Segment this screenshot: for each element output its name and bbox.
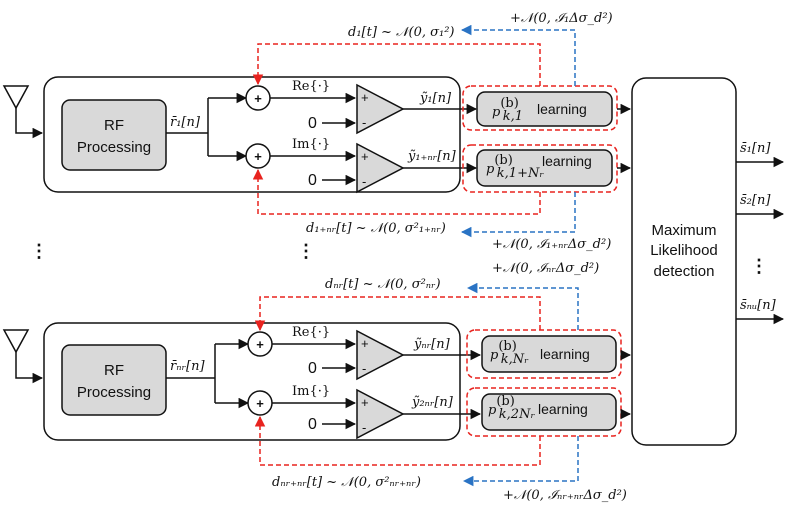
- p-kNr-label: p(b)k,Nᵣ: [490, 339, 529, 367]
- learning-frame-bottom: [462, 144, 618, 193]
- im-operator: Im{·}: [292, 137, 330, 152]
- svg-text:+: +: [254, 91, 262, 106]
- svg-text:+: +: [256, 337, 264, 352]
- rf-label-line2: Processing: [77, 139, 151, 156]
- ellipsis: ⋮: [750, 256, 768, 276]
- ytilde-bottom-label: ỹ₂ₙᵣ[n]: [411, 395, 454, 410]
- svg-text:+: +: [254, 149, 262, 164]
- ytilde-top-label: ỹₙᵣ[n]: [413, 337, 451, 352]
- svg-text:+: +: [361, 395, 369, 410]
- rf-processing-block: [61, 344, 167, 416]
- blue-noise-top-label: +𝒩(0, ℐₙᵣΔσ_d²): [492, 261, 599, 276]
- learning-block-bottom: [476, 149, 613, 187]
- noise-d1Nr-label: d₁₊ₙᵣ[t] ~ 𝒩(0, σ²₁₊ₙᵣ): [306, 221, 446, 236]
- summer-bottom: +: [247, 390, 273, 416]
- output-s2: s̄₂[n]: [740, 193, 771, 208]
- p-k1Nr-label: p(b)k,1+Nᵣ: [486, 153, 544, 181]
- antenna-icon: [2, 329, 44, 384]
- zero-input: 0: [308, 360, 317, 377]
- ellipsis: ⋮: [30, 241, 48, 261]
- svg-text:+: +: [361, 90, 369, 105]
- svg-text:-: -: [362, 420, 366, 435]
- zero-input: 0: [308, 115, 317, 132]
- receiver-chain-frame: [43, 76, 461, 193]
- rbar-label: r̄₁[n]: [170, 115, 201, 130]
- svg-text:-: -: [362, 361, 366, 376]
- detector-label-line3: detection: [654, 263, 715, 280]
- zero-input: 0: [308, 416, 317, 433]
- svg-text:-: -: [362, 174, 366, 189]
- comparator-top: + -: [356, 83, 405, 135]
- p-k2Nr-label: p(b)k,2Nᵣ: [488, 394, 535, 422]
- svg-text:+: +: [361, 149, 369, 164]
- learning-label: learning: [537, 101, 587, 117]
- receiver-chain-frame: [43, 322, 461, 441]
- ml-detector: Maximum Likelihood detection: [631, 77, 737, 446]
- rbar-label: r̄ₙᵣ[n]: [170, 359, 205, 374]
- re-operator: Re{·}: [292, 325, 330, 340]
- branch-2: RF Processing r̄ₙᵣ[n] + + Re{·} Im{·} 0 …: [2, 261, 632, 503]
- noise-d1-label: d₁[t] ~ 𝒩(0, σ₁²): [348, 25, 455, 40]
- learning-block-top: [476, 91, 613, 127]
- blue-noise-bottom-label: +𝒩(0, ℐₙᵣ₊ₙᵣΔσ_d²): [503, 488, 627, 503]
- learning-label: learning: [542, 153, 592, 169]
- ellipsis: ⋮: [297, 241, 315, 261]
- noise-dNr-label: dₙᵣ[t] ~ 𝒩(0, σ²ₙᵣ): [325, 277, 441, 292]
- rf-label-line2: Processing: [77, 384, 151, 401]
- p-k1-label: p(b)k,1: [492, 96, 523, 124]
- svg-text:+: +: [256, 396, 264, 411]
- output-s1: s̄₁[n]: [740, 141, 771, 156]
- output-sNu: s̄ₙᵤ[n]: [740, 298, 777, 313]
- svg-text:+: +: [361, 336, 369, 351]
- antenna-icon: [2, 85, 44, 139]
- comparator-bottom: + -: [356, 388, 405, 440]
- learning-label: learning: [540, 346, 590, 362]
- blue-noise-bottom-label: +𝒩(0, ℐ₁₊ₙᵣΔσ_d²): [492, 237, 611, 252]
- re-operator: Re{·}: [292, 79, 330, 94]
- ytilde-top-label: ỹ₁[n]: [419, 91, 452, 106]
- learning-label: learning: [538, 401, 588, 417]
- learning-frame-top: [466, 329, 622, 379]
- summer-bottom: +: [245, 143, 271, 169]
- branch-1: RF Processing r̄₁[n] + + Re{·} Im{·} 0 0…: [2, 11, 632, 252]
- learning-block-top: [481, 335, 617, 373]
- blue-noise-top-label: +𝒩(0, ℐ₁Δσ_d²): [510, 11, 613, 26]
- comparator-bottom: + -: [356, 142, 405, 194]
- detector-label-line2: Likelihood: [650, 242, 718, 259]
- summer-top: +: [245, 85, 271, 111]
- rf-label-line1: RF: [104, 362, 124, 379]
- ytilde-bottom-label: ỹ₁₊ₙᵣ[n]: [407, 149, 457, 164]
- rf-processing-block: [61, 99, 167, 171]
- svg-text:-: -: [362, 115, 366, 130]
- noise-dNrNr-label: dₙᵣ₊ₙᵣ[t] ~ 𝒩(0, σ²ₙᵣ₊ₙᵣ): [272, 475, 421, 490]
- detector-label-line1: Maximum: [651, 222, 716, 239]
- summer-top: +: [247, 331, 273, 357]
- zero-input: 0: [308, 172, 317, 189]
- im-operator: Im{·}: [292, 384, 330, 399]
- comparator-top: + -: [356, 329, 405, 381]
- rf-label-line1: RF: [104, 117, 124, 134]
- learning-frame-bottom: [466, 387, 622, 437]
- learning-block-bottom: [481, 393, 617, 431]
